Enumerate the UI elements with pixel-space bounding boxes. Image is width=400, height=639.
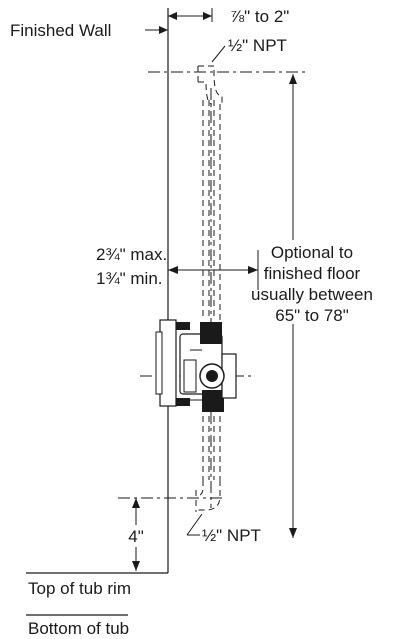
depth-arrow-left [168,266,178,274]
top-of-tub-rim-label: Top of tub rim [28,579,131,598]
npt-top-label: ½" NPT [228,36,287,55]
depth-max-label: 2¾" max. [96,245,167,264]
optional-label-line3: usually between [251,285,373,304]
npt-top-leader [211,45,226,63]
npt-bottom-label: ½" NPT [202,526,261,545]
bottom-elbow-fitting [195,480,221,512]
optional-label-line1: Optional to [271,243,353,262]
rim-height-arrow-bottom [132,561,140,571]
offset-arrow-left [168,12,177,20]
rim-height-label-bg [118,525,154,547]
valve-body [140,319,252,412]
height-arrow-bottom [289,528,297,538]
finished-wall-label: Finished Wall [10,21,111,40]
depth-arrow-right [248,266,258,274]
bottom-of-tub-label: Bottom of tub [28,619,129,638]
rim-height-label: 4" [128,527,144,546]
offset-range-label: ⅞" to 2" [230,7,289,26]
finished-wall-arrowhead [159,26,168,34]
optional-label-line4: 65" to 78" [275,306,349,325]
lower-tub-spout-pipe [202,416,221,480]
upper-riser-pipe [202,100,221,320]
optional-label-line2: finished floor [264,264,361,283]
npt-bottom-leader [186,513,203,536]
height-arrow-top [289,74,297,84]
top-elbow-fitting [197,65,223,105]
rim-height-arrow-top [132,498,140,508]
depth-min-label: 1¾" min. [96,269,163,288]
height-label-bg [238,240,396,324]
offset-arrow-right [203,12,212,20]
